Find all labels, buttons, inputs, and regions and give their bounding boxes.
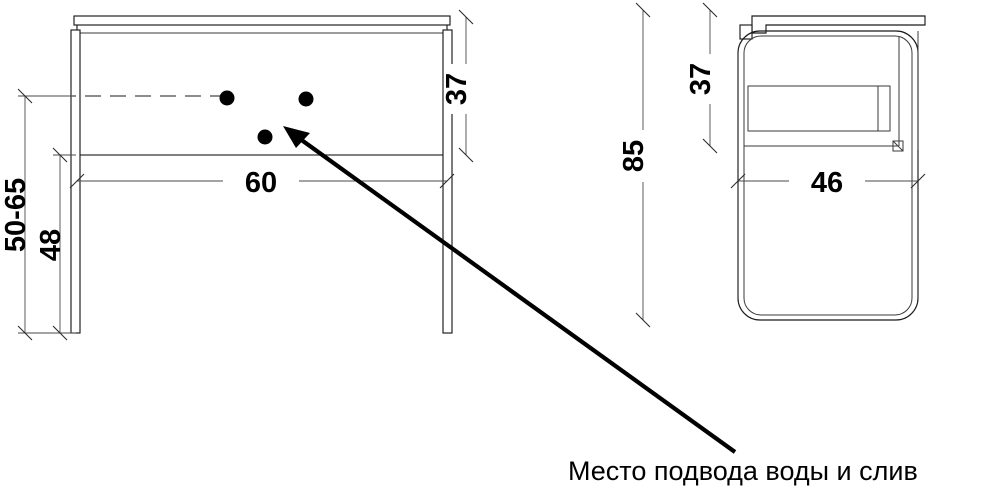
front-leg-right	[442, 29, 453, 334]
front-leg-left	[70, 29, 81, 334]
marker-water-supply-left	[219, 90, 235, 106]
dimension-front-body-height-37: 37	[441, 9, 483, 163]
side-view-group: 85 37 46	[618, 2, 926, 328]
countertop-slab	[73, 15, 451, 26]
annotation-arrow-head	[283, 126, 310, 148]
dimension-label-37-side: 37	[685, 63, 717, 95]
marker-water-supply-right	[298, 91, 314, 107]
annotation-group: Место подвода воды и слив	[283, 126, 918, 486]
dimension-label-46: 46	[811, 167, 843, 199]
dimension-label-48: 48	[35, 229, 67, 261]
dimension-label-50-65: 50-65	[0, 178, 32, 252]
side-cabinet-outer-outline	[737, 30, 919, 321]
dimension-depth-46: 46	[730, 163, 926, 199]
side-drawer-handle	[877, 85, 891, 132]
dimension-label-85: 85	[618, 140, 650, 172]
side-corner-detail-diagonal	[892, 140, 904, 152]
dimension-height-under: 48	[35, 147, 76, 341]
annotation-note-text: Место подвода воды и слив	[568, 456, 918, 486]
annotation-leader-line	[294, 134, 737, 454]
dimension-label-60: 60	[245, 167, 277, 199]
marker-drain-outlet	[257, 129, 273, 145]
side-wall-bracket	[739, 24, 753, 40]
dimension-label-37-front: 37	[441, 73, 473, 105]
dimension-side-body-height-37: 37	[685, 2, 727, 154]
side-corner-detail	[892, 140, 904, 152]
dimension-total-height-85: 85	[618, 2, 660, 328]
side-drawer-band	[747, 85, 891, 132]
dimension-width-60: 60	[69, 163, 455, 199]
front-view-group: 50-65 48 60	[0, 9, 483, 341]
dimension-height-range: 50-65	[0, 88, 72, 341]
